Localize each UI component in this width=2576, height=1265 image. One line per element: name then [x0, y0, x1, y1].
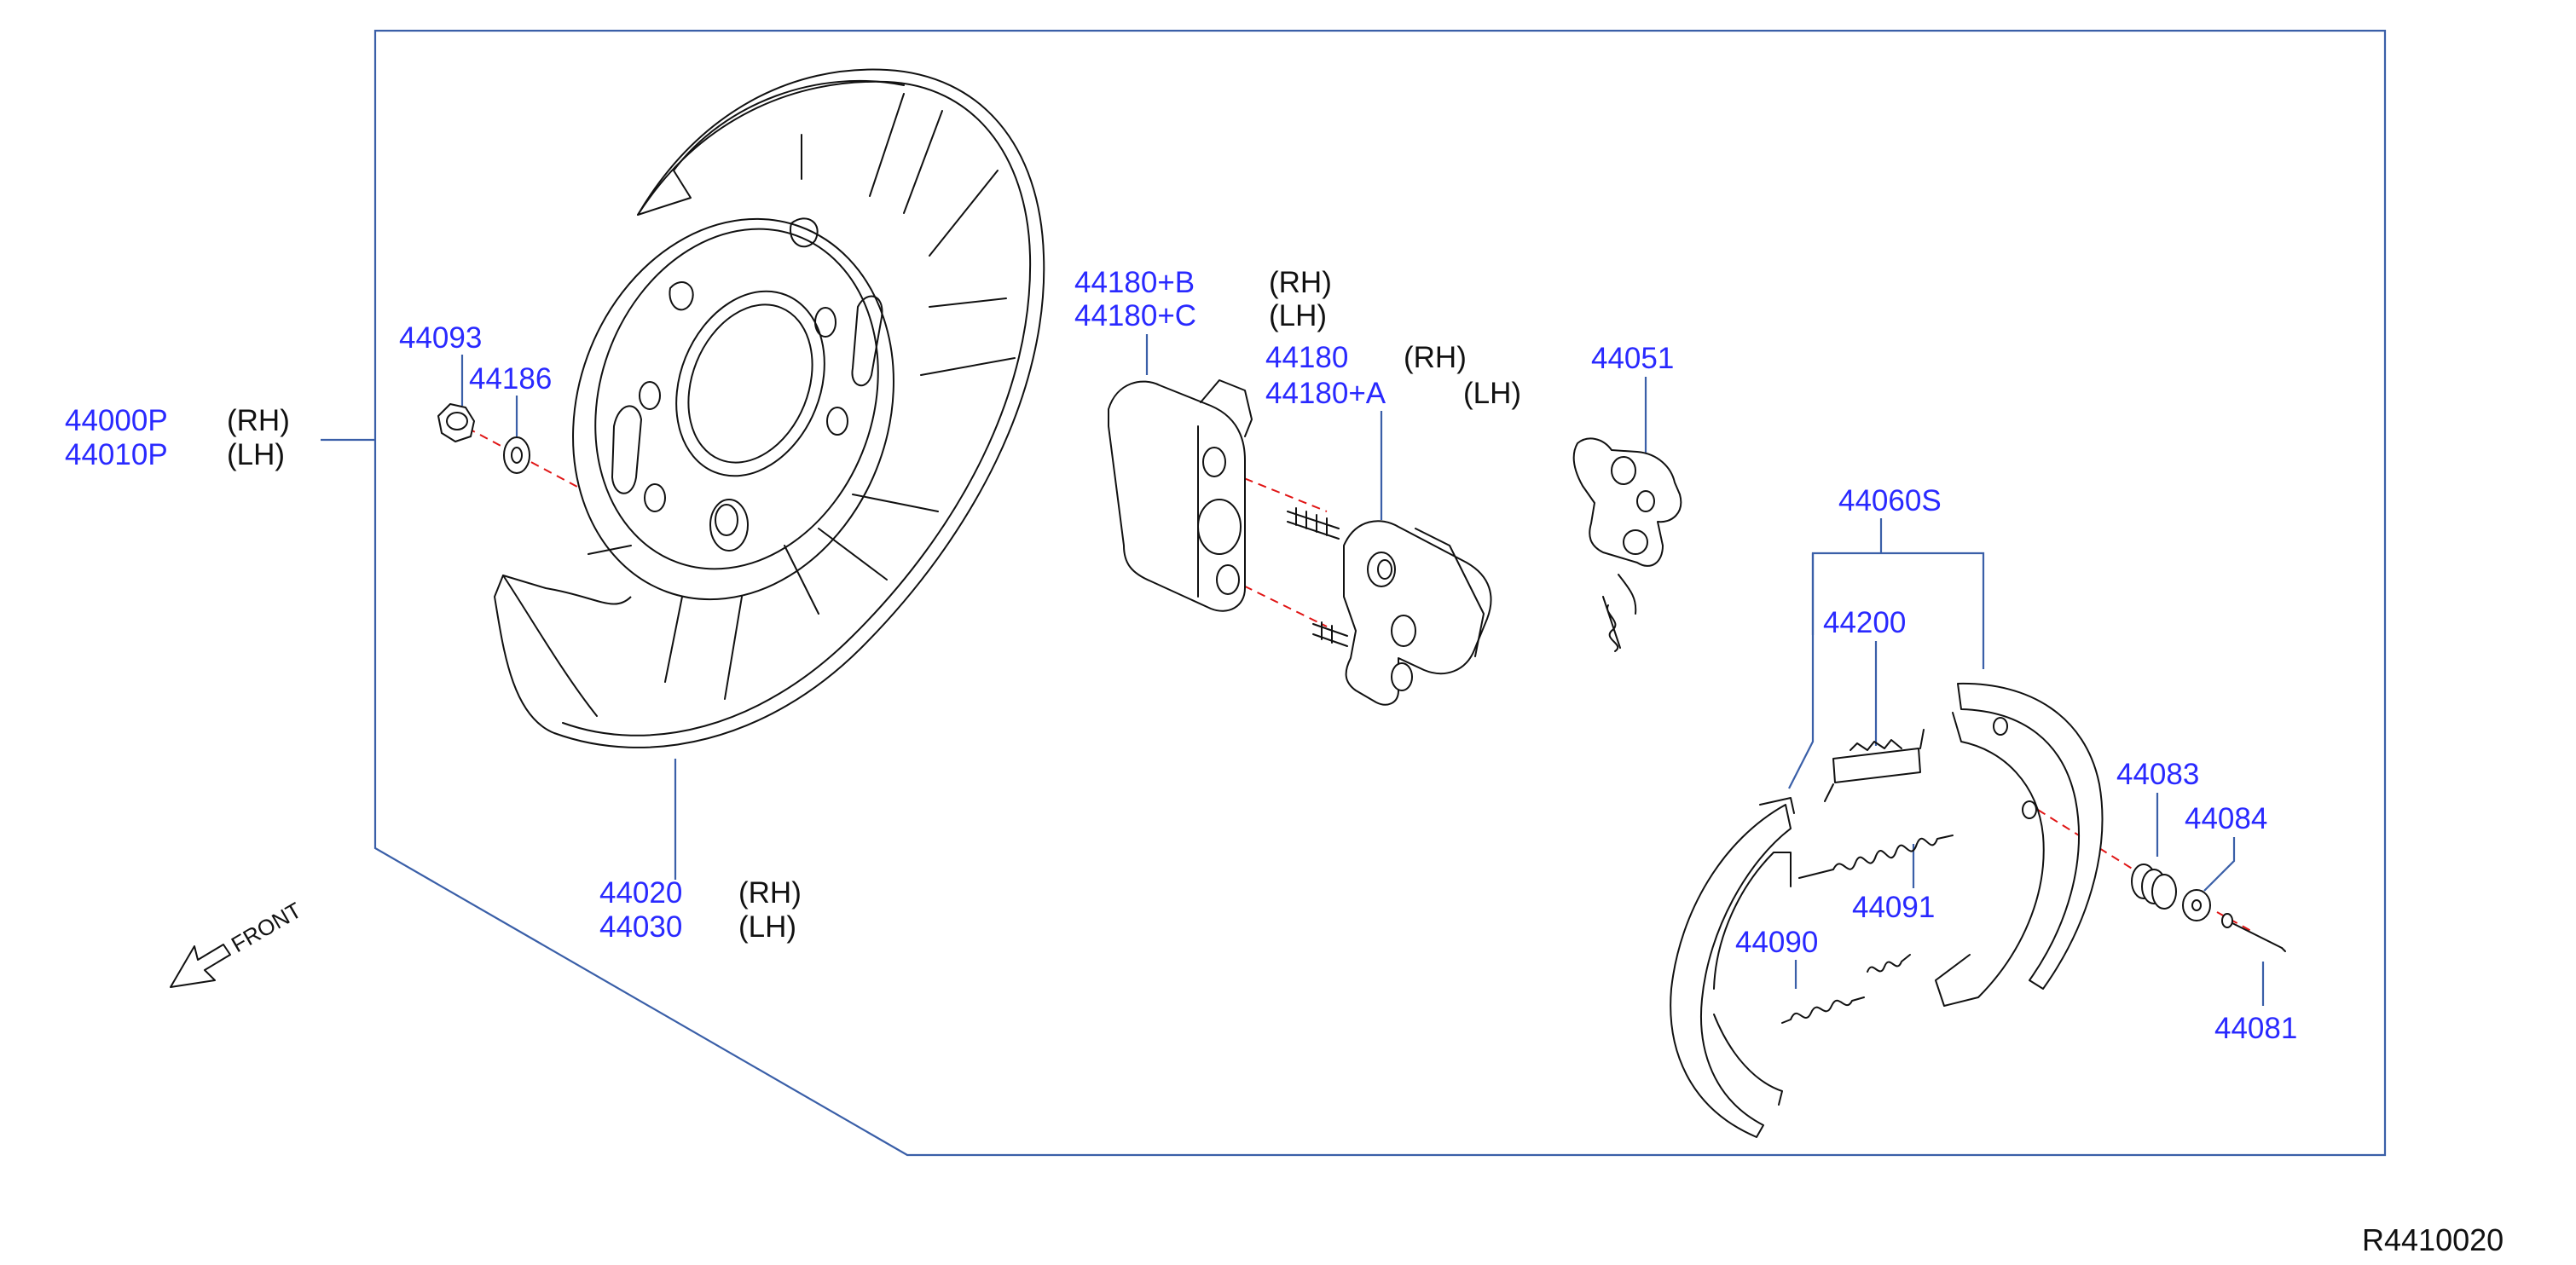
label-44186[interactable]: 44186: [469, 362, 552, 396]
label-44180A-side: (LH): [1463, 377, 1521, 410]
label-44000P[interactable]: 44000P: [65, 404, 168, 437]
front-label: FRONT: [227, 897, 306, 957]
label-44180[interactable]: 44180: [1265, 341, 1348, 374]
diagram-reference-number: R4410020: [2362, 1222, 2504, 1257]
label-44200[interactable]: 44200: [1823, 606, 1906, 639]
spring-44083[interactable]: [2131, 864, 2177, 910]
spring-44091[interactable]: [1798, 835, 1954, 879]
label-44060S[interactable]: 44060S: [1838, 484, 1942, 517]
label-44000P-side: (RH): [227, 404, 290, 437]
label-44010P-side: (LH): [227, 438, 285, 471]
label-44180C[interactable]: 44180+C: [1074, 299, 1196, 332]
brake-shoe-right[interactable]: [1935, 682, 2104, 1007]
label-44180B-side: (RH): [1269, 266, 1332, 299]
adjuster-44180[interactable]: [1287, 507, 1492, 706]
leader-lines: [321, 334, 2265, 1006]
label-44180A[interactable]: 44180+A: [1265, 377, 1386, 410]
label-44081[interactable]: 44081: [2214, 1012, 2297, 1045]
label-44090[interactable]: 44090: [1735, 926, 1818, 959]
brake-shoe-left[interactable]: [1670, 797, 1795, 1138]
spring-44090[interactable]: [1781, 954, 1911, 1024]
label-44093[interactable]: 44093: [399, 321, 482, 355]
label-44051[interactable]: 44051: [1591, 342, 1674, 375]
front-arrow-icon: FRONT: [170, 897, 306, 988]
label-44180C-side: (LH): [1269, 299, 1327, 332]
label-44180-side: (RH): [1404, 341, 1467, 374]
adjuster-assy-44200[interactable]: [1824, 729, 1925, 802]
label-44030-side: (LH): [738, 910, 796, 944]
label-44030[interactable]: 44030: [599, 910, 682, 944]
washer-44186[interactable]: [503, 436, 530, 474]
back-plate-44020[interactable]: [494, 68, 1045, 748]
pin-44081[interactable]: [2221, 913, 2286, 952]
label-44180B[interactable]: 44180+B: [1074, 266, 1195, 299]
retainer-44084[interactable]: [2182, 889, 2211, 921]
assembly-frame: [373, 29, 2387, 1157]
label-44020-side: (RH): [738, 876, 802, 910]
label-44010P[interactable]: 44010P: [65, 438, 168, 471]
lever-44051[interactable]: [1572, 437, 1682, 652]
nut-44093[interactable]: [437, 403, 475, 442]
label-44020[interactable]: 44020: [599, 876, 682, 910]
label-44091[interactable]: 44091: [1852, 891, 1935, 924]
label-44084[interactable]: 44084: [2185, 802, 2267, 835]
label-44083[interactable]: 44083: [2116, 758, 2199, 791]
adjuster-plate-44180B[interactable]: [1108, 379, 1253, 612]
